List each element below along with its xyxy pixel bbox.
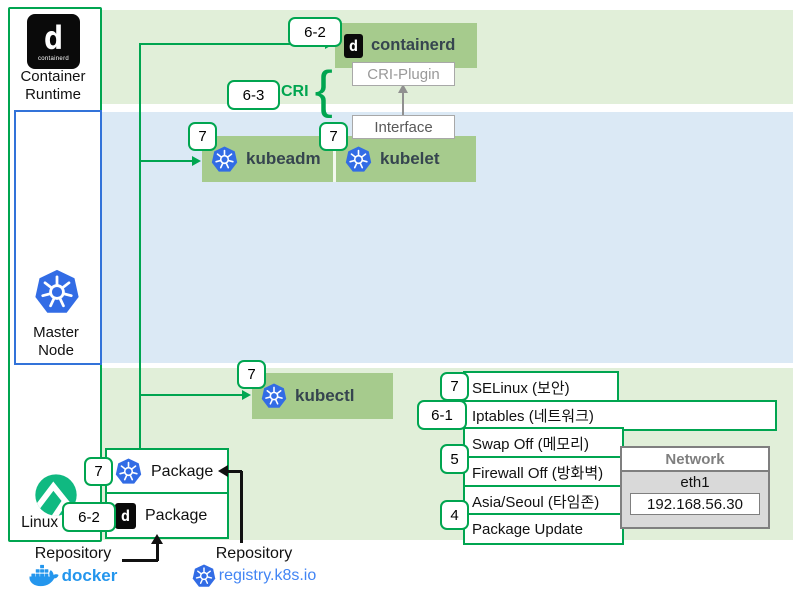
badge-cri: 6-3 [227, 80, 280, 110]
kubernetes-icon [345, 146, 372, 173]
interface-to-cri-arrow [398, 84, 408, 93]
kubectl-label: kubectl [295, 386, 355, 405]
package-containerd-box: d Package [105, 492, 229, 539]
badge-kubelet: 7 [319, 122, 348, 151]
registry-arrow-horizontal [227, 470, 242, 473]
package-kubernetes-label: Package [151, 462, 214, 480]
containerd-node: d containerd [335, 23, 477, 68]
connector-to-kubeadm [140, 160, 193, 162]
kubeadm-label: kubeadm [246, 149, 321, 168]
connector-to-containerd [140, 43, 326, 45]
connector-vertical-line [139, 43, 141, 448]
containerd-logo: d containerd [27, 14, 80, 69]
docker-arrow-vertical [156, 543, 159, 561]
network-ip-address: 192.168.56.30 [630, 493, 760, 515]
package-kubernetes-box: Package [105, 448, 229, 495]
badge-timezone-update: 4 [440, 500, 469, 530]
containerd-logo-text: containerd [37, 55, 70, 62]
badge-iptables: 6-1 [417, 400, 467, 430]
kubeadm-kubelet-divider [333, 136, 336, 182]
containerd-node-label: containerd [371, 36, 456, 54]
cri-label: CRI [281, 83, 309, 100]
arrow-to-kubectl [242, 390, 251, 400]
kubernetes-icon [34, 269, 80, 315]
kubectl-node: kubectl [252, 373, 393, 419]
registry-arrow-vertical [240, 471, 243, 543]
containerd-icon: d [344, 33, 363, 58]
cri-brace: { [314, 61, 333, 119]
kubernetes-icon [261, 383, 287, 409]
kubernetes-icon [211, 146, 238, 173]
containerd-icon: d [115, 502, 136, 529]
kubeadm-node: kubeadm [202, 136, 342, 182]
network-title: Network [622, 448, 768, 472]
repository-registry-label: Repository [215, 545, 293, 562]
arrow-to-kubeadm [192, 156, 201, 166]
docker-arrow-horizontal [122, 559, 158, 562]
docker-arrow-head [151, 534, 163, 544]
network-interface-name: eth1 [680, 474, 710, 491]
badge-package-kubernetes: 7 [84, 457, 113, 486]
kubernetes-icon [115, 458, 142, 485]
connector-to-kubectl [140, 394, 243, 396]
badge-containerd: 6-2 [288, 17, 342, 47]
interface-box: Interface [352, 115, 455, 139]
repository-registry-name: registry.k8s.io [218, 567, 317, 584]
kubelet-label: kubelet [380, 149, 440, 168]
cri-plugin-box: CRI-Plugin [352, 62, 455, 86]
repository-registry: Repository registry.k8s.io [178, 545, 330, 588]
container-runtime-label: Container Runtime [20, 68, 86, 104]
repository-docker-name: docker [61, 565, 118, 585]
package-containerd-label: Package [145, 506, 208, 524]
network-box: Network eth1 192.168.56.30 [620, 446, 770, 529]
config-selinux: SELinux (보안) [463, 371, 619, 404]
master-node-label: Master Node [33, 324, 79, 360]
badge-kubeadm: 7 [188, 122, 217, 151]
repository-docker: Repository docker [22, 545, 124, 587]
kubernetes-icon [192, 564, 216, 588]
master-node-box [14, 110, 102, 365]
config-firewall-off: Firewall Off (방화벽) [463, 456, 624, 489]
badge-swap-firewall: 5 [440, 444, 469, 474]
registry-arrow-head [218, 465, 228, 477]
badge-kubectl: 7 [237, 360, 266, 389]
repository-docker-label: Repository [34, 545, 112, 562]
containerd-logo-letter: d [43, 18, 64, 57]
badge-selinux: 7 [440, 372, 469, 401]
kubelet-node: kubelet [336, 136, 476, 182]
badge-package-containerd: 6-2 [62, 502, 116, 532]
interface-to-cri-line [402, 92, 404, 116]
config-package-update: Package Update [463, 513, 624, 545]
docker-icon [29, 564, 59, 587]
